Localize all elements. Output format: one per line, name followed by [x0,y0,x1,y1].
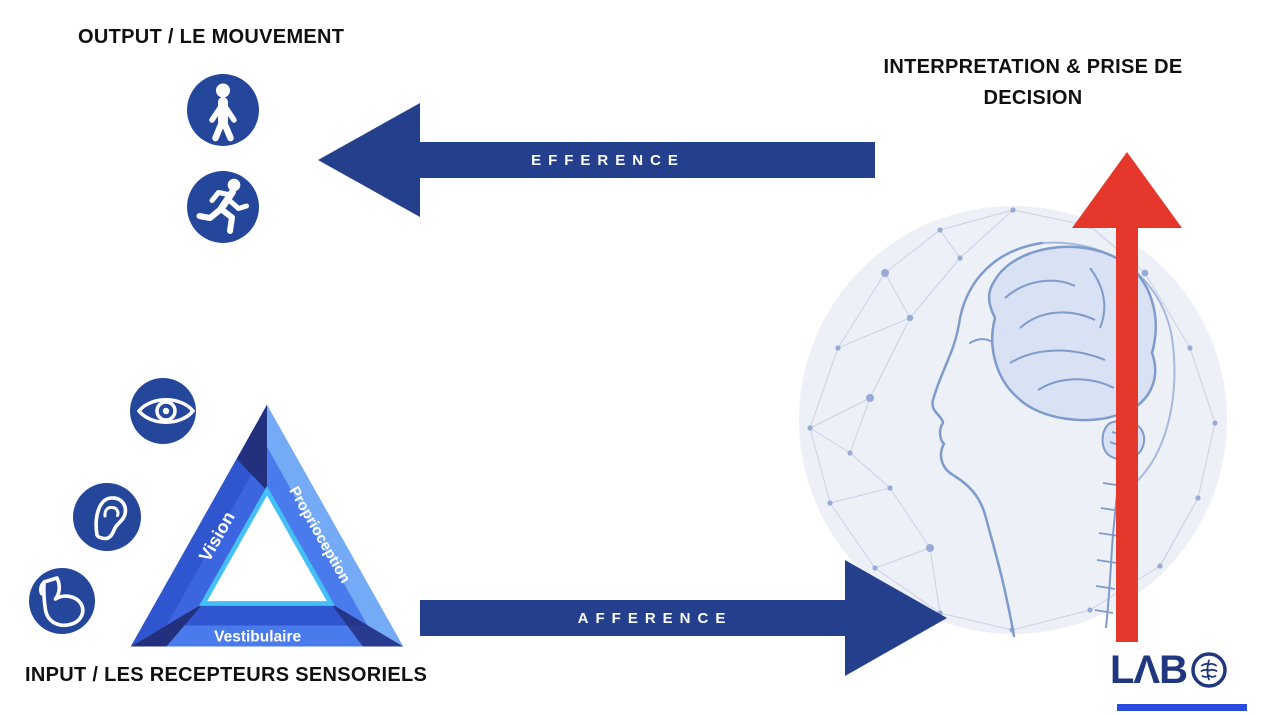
decision-arrow-head [1072,152,1182,228]
afference-label: AFFERENCE [577,609,733,627]
logo-text: LΛB [1110,648,1188,692]
logo-underline [1117,704,1247,711]
afference-arrow-shape [420,560,947,676]
afference-arrow: AFFERENCE [420,560,947,676]
person-running-icon [187,171,259,243]
muscle-icon [29,568,95,634]
triangle-apex-fold [236,404,267,491]
network-nodes [807,207,1218,633]
labo-logo: LΛB [1110,650,1229,690]
heading-input: INPUT / LES RECEPTEURS SENSORIELS [25,664,428,686]
sensory-triangle: Vision Proprioception Vestibulaire [130,404,404,647]
triangle-label-vestibulaire: Vestibulaire [214,629,301,646]
triangle-bottom-inner [166,603,368,626]
person-standing-icon [187,74,259,146]
decision-arrow-shaft [1116,205,1138,642]
triangle-left-corner-fold [130,603,204,647]
triangle-left-beam [130,404,267,647]
eye-icon [130,378,196,444]
person-running-glyph [196,178,249,234]
heading-interpretation: INTERPRETATION & PRISE DE DECISION [883,56,1183,109]
ear-glyph [94,496,128,541]
ear-icon [73,483,141,551]
efference-arrow-shape [318,103,875,217]
eye-glyph [136,398,196,424]
triangle-right-corner-fold [330,603,404,647]
decision-up-arrow [1072,152,1182,642]
efference-label: EFFERENCE [531,151,685,169]
triangle-inner-edge-glow [199,485,335,606]
heading-output: OUTPUT / LE MOUVEMENT [78,26,345,48]
efference-arrow: EFFERENCE [318,103,875,217]
person-standing-glyph [209,83,237,142]
muscle-glyph [38,576,85,628]
brain-logo-icon [1191,652,1227,688]
